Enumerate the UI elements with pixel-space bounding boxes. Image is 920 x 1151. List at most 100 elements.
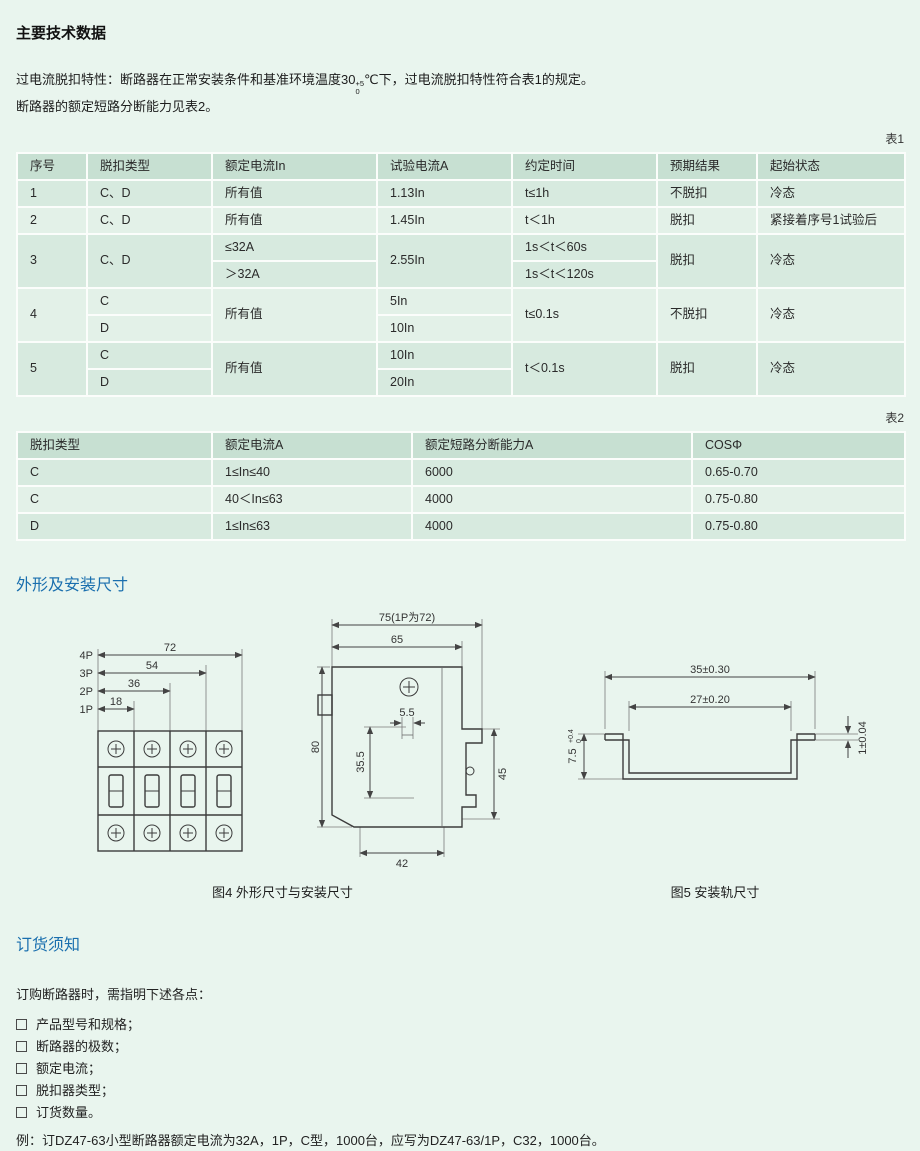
cell-type: C、D bbox=[86, 205, 213, 235]
cell-current: 所有值 bbox=[211, 205, 378, 235]
checkbox-icon bbox=[16, 1063, 27, 1075]
cell-capacity: 4000 bbox=[411, 484, 693, 514]
cell-test: 1.13In bbox=[376, 178, 513, 208]
cell-test: 1.45In bbox=[376, 205, 513, 235]
cell-state: 冷态 bbox=[756, 340, 906, 397]
cell-state: 紧接着序号1试验后 bbox=[756, 205, 906, 235]
dim-width-3p: 54 bbox=[146, 660, 158, 672]
cell-result: 脱扣 bbox=[656, 232, 758, 289]
table-row: 2 C、D 所有值 1.45In t＜1h 脱扣 紧接着序号1试验后 bbox=[16, 205, 906, 235]
side-screw bbox=[399, 677, 475, 776]
header-conventional-time: 约定时间 bbox=[511, 151, 658, 181]
din-rail-drawing: 35±0.30 27±0.20 7.5 +0.4 0 1±0.04 bbox=[567, 664, 869, 780]
dim-inner-width: 27±0.20 bbox=[690, 694, 730, 706]
table-row: 4 C 所有值 5In t≤0.1s 不脱扣 冷态 bbox=[16, 286, 906, 343]
cell-current: 40＜In≤63 bbox=[211, 484, 413, 514]
dim-depth-sup: +0.4 bbox=[568, 729, 575, 743]
dim-width-2p: 36 bbox=[128, 678, 140, 690]
header-rated-current: 额定电流In bbox=[211, 151, 378, 181]
dim-body-width: 65 bbox=[391, 634, 403, 646]
breaker-side-body bbox=[317, 666, 483, 828]
list-item-label: 订货数量。 bbox=[36, 1104, 102, 1120]
cell-current: 1≤In≤63 bbox=[211, 511, 413, 541]
cell-result: 脱扣 bbox=[656, 340, 758, 397]
cell-seq: 1 bbox=[16, 178, 88, 208]
figure-4: 72 54 36 18 4P 3P 2P 1P bbox=[46, 609, 519, 901]
list-item-label: 额定电流； bbox=[36, 1060, 102, 1076]
cell-state: 冷态 bbox=[756, 286, 906, 343]
figure-5-caption: 图5 安装轨尺寸 bbox=[670, 884, 760, 900]
cell-current: 1≤In≤40 bbox=[211, 457, 413, 487]
cell-test: 20In bbox=[376, 367, 513, 397]
cell-time: t＜1h bbox=[511, 205, 658, 235]
cell-cos: 0.65-0.70 bbox=[691, 457, 906, 487]
dim-thickness: 1±0.04 bbox=[857, 721, 869, 755]
table-row: ＞32A 1s＜t＜120s bbox=[17, 259, 905, 289]
label-3p: 3P bbox=[80, 668, 93, 680]
intro-line2: 断路器的额定短路分断能力见表2。 bbox=[16, 98, 219, 114]
table-row: D 1≤In≤63 4000 0.75-0.80 bbox=[16, 511, 906, 541]
header-trip-type: 脱扣类型 bbox=[16, 430, 213, 460]
intro-line1-pre: 过电流脱扣特性：断路器在正常安装条件和基准环境温度30 bbox=[16, 72, 356, 87]
ordering-intro: 订购断路器时，需指明下述各点： bbox=[16, 986, 212, 1002]
page-title: 主要技术数据 bbox=[16, 25, 107, 42]
cell-test: 10In bbox=[376, 340, 513, 370]
header-test-current: 试验电流A bbox=[376, 151, 513, 181]
ordering-example: 例：订DZ47-63小型断路器额定电流为32A，1P，C型，1000台，应写为D… bbox=[16, 1132, 605, 1148]
dim-rail-height: 45 bbox=[497, 768, 509, 780]
figure-5: 35±0.30 27±0.20 7.5 +0.4 0 1±0.04 图5 安装轨… bbox=[550, 659, 880, 901]
header-expected-result: 预期结果 bbox=[656, 151, 758, 181]
cell-time: t≤1h bbox=[511, 178, 658, 208]
header-initial-state: 起始状态 bbox=[756, 151, 906, 181]
tolerance-sup: +5 bbox=[355, 79, 365, 88]
dim-rail-drop: 35.5 bbox=[355, 751, 367, 772]
terminal-screws bbox=[107, 740, 233, 842]
label-4p: 4P bbox=[80, 650, 93, 662]
dim-width-1p: 18 bbox=[110, 696, 122, 708]
table1-trip-characteristics: 序号 脱扣类型 额定电流In 试验电流A 约定时间 预期结果 起始状态 1 C、… bbox=[16, 151, 906, 397]
cell-test: 2.55In bbox=[376, 232, 513, 289]
cell-type: C bbox=[86, 286, 213, 316]
list-item: 脱扣器类型； bbox=[16, 1080, 904, 1102]
cell-current: ≤32A bbox=[211, 232, 378, 262]
list-item-label: 断路器的极数； bbox=[36, 1038, 128, 1054]
table-row: 3 C、D ≤32A 2.55In 1s＜t＜60s 脱扣 冷态 bbox=[16, 232, 906, 289]
list-item: 订货数量。 bbox=[16, 1102, 904, 1124]
intro-line1-post: ℃下，过电流脱扣特性符合表1的规定。 bbox=[364, 72, 594, 87]
list-item-label: 脱扣器类型； bbox=[36, 1082, 115, 1098]
dim-depth: 7.5 bbox=[567, 748, 579, 763]
checkbox-icon bbox=[16, 1019, 27, 1031]
cell-time: 1s＜t＜120s bbox=[511, 259, 658, 289]
dim-base-width: 42 bbox=[396, 858, 408, 870]
cell-state: 冷态 bbox=[756, 232, 906, 289]
cell-test: 10In bbox=[376, 313, 513, 343]
table2-breaking-capacity: 脱扣类型 额定电流A 额定短路分断能力A COSΦ C 1≤In≤40 6000… bbox=[16, 430, 906, 541]
header-trip-type: 脱扣类型 bbox=[86, 151, 213, 181]
dim-depth-sub: 0 bbox=[576, 739, 583, 743]
extension-lines bbox=[578, 670, 858, 780]
ordering-list: 产品型号和规格； 断路器的极数； 额定电流； 脱扣器类型； 订货数量。 bbox=[16, 1014, 904, 1124]
cell-time: t＜0.1s bbox=[511, 340, 658, 397]
tolerance-sub: 0 bbox=[355, 86, 360, 96]
list-item: 额定电流； bbox=[16, 1058, 904, 1080]
table-row: C 1≤In≤40 6000 0.65-0.70 bbox=[16, 457, 906, 487]
table-row: D 20In bbox=[17, 367, 905, 397]
cell-type: C bbox=[86, 340, 213, 370]
dimension-lines bbox=[97, 651, 243, 712]
header-seq: 序号 bbox=[16, 151, 88, 181]
cell-time: 1s＜t＜60s bbox=[511, 232, 658, 262]
cell-current: 所有值 bbox=[211, 286, 378, 343]
cell-seq: 2 bbox=[16, 205, 88, 235]
header-breaking-capacity: 额定短路分断能力A bbox=[411, 430, 693, 460]
dim-depth-group: 7.5 +0.4 0 bbox=[567, 729, 583, 764]
table-row: 5 C 所有值 10In t＜0.1s 脱扣 冷态 bbox=[16, 340, 906, 397]
dim-outer-width: 35±0.30 bbox=[690, 664, 730, 676]
cell-current: 所有值 bbox=[211, 340, 378, 397]
table-row: 1 C、D 所有值 1.13In t≤1h 不脱扣 冷态 bbox=[16, 178, 906, 208]
figure-4-drawings: 72 54 36 18 4P 3P 2P 1P bbox=[46, 609, 519, 874]
list-item-label: 产品型号和规格； bbox=[36, 1016, 141, 1032]
cell-current: ＞32A bbox=[211, 259, 378, 289]
section-title-ordering: 订货须知 bbox=[16, 936, 81, 954]
